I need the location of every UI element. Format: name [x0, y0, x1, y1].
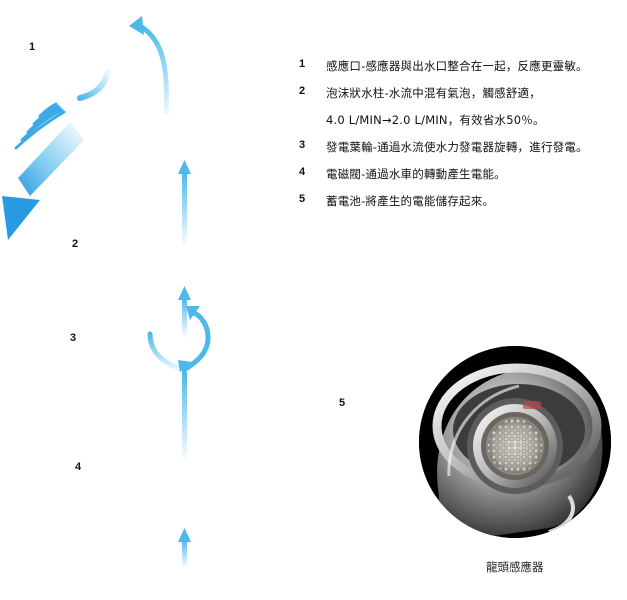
legend-number: 3	[299, 139, 306, 151]
faucet-sensor-photo	[419, 346, 611, 538]
legend-item-3: 3 發電葉輪-通過水流使水力發電器旋轉，進行發電。	[299, 137, 625, 164]
faucet-illustration	[419, 346, 611, 538]
legend-item-4: 4 電磁閥-通過水車的轉動產生電能。	[299, 164, 625, 191]
diagram-number-3: 3	[70, 332, 77, 344]
legend-text: 電磁閥-通過水車的轉動產生電能。	[326, 167, 506, 181]
legend-text: 感應口-感應器與出水口整合在一起，反應更靈敏。	[326, 59, 588, 73]
legend-item-1: 1 感應口-感應器與出水口整合在一起，反應更靈敏。	[299, 56, 625, 83]
outflow-arrow-icon	[77, 16, 169, 115]
legend-text: 蓄電池-將產生的電能儲存起來。	[326, 194, 495, 208]
legend-item-2: 2 泡沫狀水柱-水流中混有氣泡，觸感舒適，	[299, 83, 625, 110]
water-flow-diagram	[2, 16, 211, 568]
sensor-beam-arrow-icon	[2, 122, 84, 240]
legend-text: 發電葉輪-通過水流使水力發電器旋轉，進行發電。	[326, 140, 588, 154]
legend-text: 泡沫狀水柱-水流中混有氣泡，觸感舒適，	[326, 86, 541, 100]
legend-text: 4.0 L/MIN→2.0 L/MIN，有效省水50％。	[326, 113, 545, 127]
stream-arrow-section-2	[178, 160, 191, 248]
photo-number-5: 5	[339, 397, 346, 409]
legend-item-2-continued: 4.0 L/MIN→2.0 L/MIN，有效省水50％。	[299, 110, 625, 137]
turbine-loop-icon	[147, 286, 211, 373]
inlet-arrow-icon	[178, 528, 191, 568]
legend-item-5: 5 蓄電池-將產生的電能儲存起來。	[299, 191, 625, 218]
legend-number: 4	[299, 166, 306, 178]
diagram-number-4: 4	[75, 461, 82, 473]
legend-number: 1	[299, 58, 306, 70]
legend-number: 5	[299, 193, 306, 205]
legend-number: 2	[299, 85, 306, 97]
photo-caption: 龍頭感應器	[486, 560, 544, 574]
diagram-number-1: 1	[29, 41, 36, 53]
diagram-number-2: 2	[72, 238, 79, 250]
legend-list: 1 感應口-感應器與出水口整合在一起，反應更靈敏。 2 泡沫狀水柱-水流中混有氣…	[299, 56, 625, 218]
sensor-wave-icon	[14, 102, 66, 150]
stream-arrow-section-4	[182, 372, 187, 462]
